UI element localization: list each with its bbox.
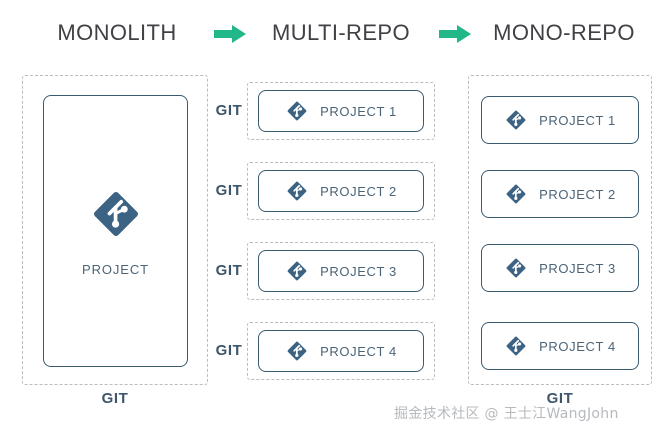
monolith-repo-boundary <box>22 75 208 385</box>
watermark-text: 掘金技术社区 @ 王士江WangJohn <box>394 406 619 422</box>
multi-repo-boundary-4 <box>247 322 435 380</box>
monolith-git-caption: GIT <box>101 390 129 407</box>
mono-repo-project-card-1[interactable]: PROJECT 1 <box>481 96 639 144</box>
mono-repo-project-label-1: PROJECT 1 <box>539 112 616 128</box>
mono-repo-project-card-3[interactable]: PROJECT 3 <box>481 244 639 292</box>
column-title-monolith: MONOLITH <box>57 20 177 45</box>
multi-repo-boundary-1 <box>247 82 435 140</box>
multi-repo-project-card-4[interactable]: PROJECT 4 <box>258 330 424 372</box>
multi-repo-project-card-3[interactable]: PROJECT 3 <box>258 250 424 292</box>
multi-repo-git-label-2: GIT <box>215 182 243 199</box>
multi-repo-project-label-1: PROJECT 1 <box>320 103 397 119</box>
multi-repo-git-label-1: GIT <box>215 102 243 119</box>
multi-repo-boundary-2 <box>247 162 435 220</box>
column-title-mono-repo: MONO-REPO <box>493 20 635 45</box>
arrow-right-icon-1 <box>212 23 248 45</box>
git-logo-icon <box>504 334 528 358</box>
arrow-right-icon-2 <box>437 23 473 45</box>
git-logo-icon <box>285 259 309 283</box>
git-logo-icon <box>504 182 528 206</box>
multi-repo-project-card-2[interactable]: PROJECT 2 <box>258 170 424 212</box>
git-logo-icon <box>88 186 144 242</box>
column-title-multi-repo: MULTI-REPO <box>271 20 411 45</box>
multi-repo-project-label-3: PROJECT 3 <box>320 263 397 279</box>
monolith-project-label: PROJECT <box>82 261 149 277</box>
git-logo-icon <box>285 339 309 363</box>
multi-repo-boundary-3 <box>247 242 435 300</box>
mono-repo-project-label-3: PROJECT 3 <box>539 260 616 276</box>
multi-repo-project-card-1[interactable]: PROJECT 1 <box>258 90 424 132</box>
mono-repo-boundary <box>468 75 652 385</box>
column-titles-row: MONOLITH MULTI-REPO MONO-REPO <box>0 12 671 54</box>
mono-repo-project-label-4: PROJECT 4 <box>539 338 616 354</box>
git-logo-icon <box>285 179 309 203</box>
mono-repo-project-card-2[interactable]: PROJECT 2 <box>481 170 639 218</box>
multi-repo-project-label-2: PROJECT 2 <box>320 183 397 199</box>
mono-repo-project-card-4[interactable]: PROJECT 4 <box>481 322 639 370</box>
monolith-project-card[interactable]: PROJECT <box>43 95 188 367</box>
git-logo-icon <box>504 256 528 280</box>
multi-repo-project-label-4: PROJECT 4 <box>320 343 397 359</box>
mono-repo-project-label-2: PROJECT 2 <box>539 186 616 202</box>
multi-repo-git-label-3: GIT <box>215 262 243 279</box>
git-logo-icon <box>285 99 309 123</box>
git-logo-icon <box>504 108 528 132</box>
multi-repo-git-label-4: GIT <box>215 342 243 359</box>
mono-repo-git-caption: GIT <box>546 390 574 407</box>
